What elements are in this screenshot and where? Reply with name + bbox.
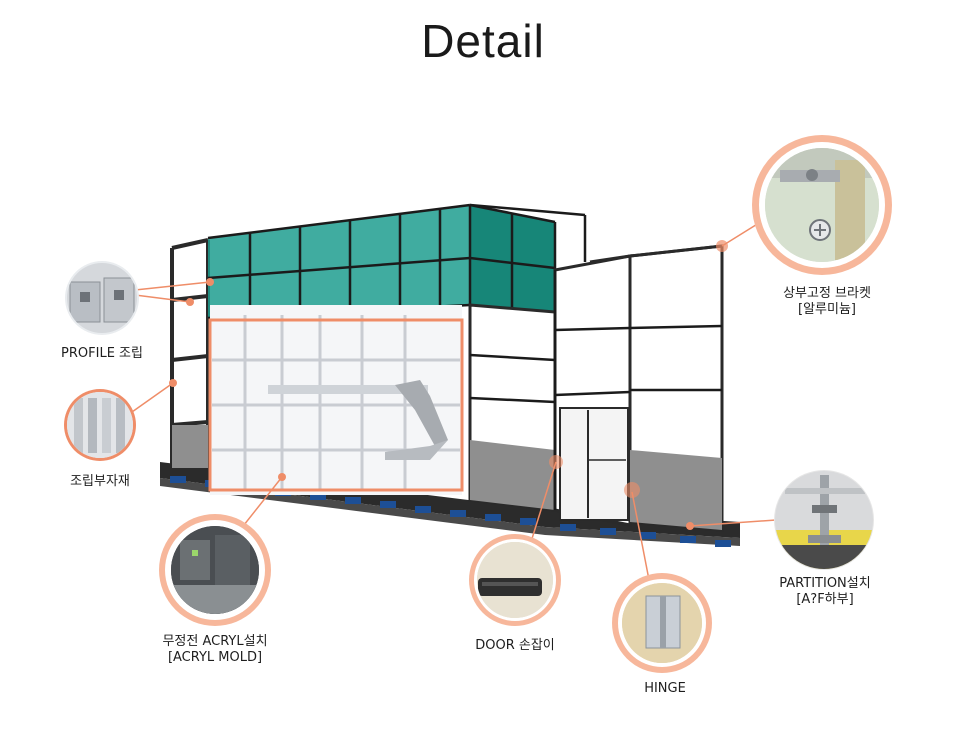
left-lower-panel bbox=[172, 425, 208, 468]
callout-label-door-handle: DOOR 손잡이 bbox=[475, 638, 555, 653]
hinge-icon bbox=[612, 573, 712, 673]
callout-label-bracket: 상부고정 브라켓 [알루미늄] bbox=[762, 286, 892, 318]
acryl-panel-icon bbox=[159, 514, 271, 626]
side-frame-rails bbox=[469, 270, 723, 510]
callout-label-profile: PROFILE 조립 bbox=[61, 346, 143, 361]
aluminum-extrusion-icon bbox=[64, 389, 136, 461]
acryl-highlight-frame bbox=[208, 318, 464, 492]
robot-arm bbox=[268, 380, 448, 460]
page-title: Detail bbox=[421, 15, 545, 67]
floor-support-icon bbox=[774, 470, 874, 570]
bracket-icon bbox=[752, 135, 892, 275]
callout-label-acryl-line1: 무정전 ACRYL설치 bbox=[162, 634, 268, 649]
aluminum-profile-icon bbox=[65, 261, 139, 335]
side-lower-panel bbox=[470, 440, 555, 510]
callout-label-acryl-line2: [ACRYL MOLD] bbox=[167, 650, 263, 665]
callout-label-acryl: 무정전 ACRYL설치 [ACRYL MOLD] bbox=[140, 634, 290, 666]
callout-label-partition-line2: [A?F하부] bbox=[796, 592, 854, 607]
door-handle-icon bbox=[469, 534, 561, 626]
callout-label-bracket-line1: 상부고정 브라켓 bbox=[783, 286, 871, 301]
right-lower-panel bbox=[630, 450, 722, 530]
booth-door bbox=[559, 407, 629, 521]
upper-glass-panel bbox=[208, 205, 555, 318]
callout-label-assembly-parts: 조립부자재 bbox=[70, 474, 130, 489]
callout-label-hinge: HINGE bbox=[644, 681, 686, 696]
callout-label-partition: PARTITION설치 [A?F하부] bbox=[760, 576, 890, 608]
leader-dots bbox=[169, 240, 728, 530]
callout-label-bracket-line2: [알루미늄] bbox=[798, 302, 856, 317]
leader-lines bbox=[131, 217, 777, 586]
top-ledge bbox=[589, 244, 723, 264]
callout-label-partition-line1: PARTITION설치 bbox=[779, 576, 871, 591]
